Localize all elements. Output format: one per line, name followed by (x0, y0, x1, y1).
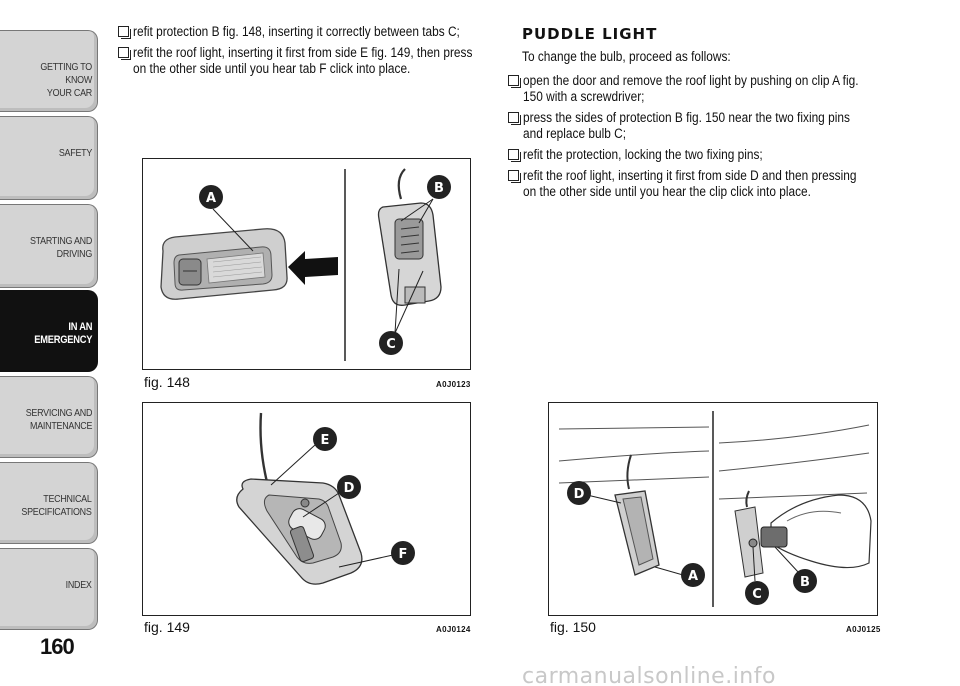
list-item: refit protection B fig. 148, inserting i… (118, 24, 520, 40)
checkbox-bullet-icon (118, 26, 131, 39)
tab-index[interactable]: INDEX (0, 548, 98, 630)
figure-code: A0J0125 (846, 625, 881, 634)
callout-label: C (386, 337, 396, 352)
callout-label: A (688, 569, 698, 584)
callout-label: C (752, 587, 762, 602)
tab-safety[interactable]: SAFETY (0, 116, 98, 200)
list-item-text: refit the roof light, inserting it first… (133, 45, 473, 76)
callout-label: D (344, 481, 355, 496)
checkbox-bullet-icon (508, 170, 521, 183)
list-item-text: refit the protection, locking the two fi… (523, 147, 763, 162)
list-item: refit the roof light, inserting it first… (508, 168, 908, 200)
figure-code: A0J0124 (436, 625, 471, 634)
tab-label: SERVICING AND MAINTENANCE (25, 407, 93, 432)
callout-label: E (321, 433, 330, 448)
tab-starting-and-driving[interactable]: STARTING AND DRIVING (0, 204, 98, 288)
figure-150: D A C B (548, 402, 878, 616)
page-number: 160 (40, 634, 75, 659)
tab-label: SAFETY (58, 147, 92, 159)
checkbox-bullet-icon (508, 149, 521, 162)
callout-label: D (574, 487, 585, 502)
list-item-text: refit the roof light, inserting it first… (523, 168, 857, 199)
list-item: press the sides of protection B fig. 150… (508, 110, 908, 142)
list-item: refit the roof light, inserting it first… (118, 45, 520, 77)
list-item-text: open the door and remove the roof light … (523, 73, 859, 104)
tab-label: INDEX (65, 579, 92, 591)
figure-148-illustration: A B C (160, 168, 451, 361)
tab-in-an-emergency[interactable]: IN AN EMERGENCY (0, 290, 98, 372)
tab-label: TECHNICAL SPECIFICATIONS (21, 493, 92, 518)
list-item: open the door and remove the roof light … (508, 73, 908, 105)
intro-text: To change the bulb, proceed as follows: (522, 49, 731, 64)
checkbox-bullet-icon (508, 112, 521, 125)
figure-149-illustration: E D F (236, 412, 415, 585)
right-text-column: PUDDLE LIGHT To change the bulb, proceed… (508, 26, 908, 205)
figure-148: A B C (142, 158, 471, 370)
figure-code: A0J0123 (436, 380, 471, 389)
callout-label: B (800, 575, 810, 590)
tab-label: IN AN EMERGENCY (34, 321, 92, 346)
figure-caption: fig. 150 (550, 619, 596, 635)
left-text-column: refit protection B fig. 148, inserting i… (118, 24, 520, 82)
tab-getting-to-know-your-car[interactable]: GETTING TO KNOW YOUR CAR (0, 30, 98, 112)
checkbox-bullet-icon (508, 75, 521, 88)
chapter-sidebar: GETTING TO KNOW YOUR CAR SAFETY STARTING… (0, 0, 100, 686)
figure-caption: fig. 148 (144, 374, 190, 390)
callout-label: A (206, 191, 216, 206)
callout-label: F (399, 547, 408, 562)
list-item-text: press the sides of protection B fig. 150… (523, 110, 850, 141)
callout-label: B (434, 181, 444, 196)
tab-servicing-and-maintenance[interactable]: SERVICING AND MAINTENANCE (0, 376, 98, 458)
list-item: refit the protection, locking the two fi… (508, 147, 908, 163)
figure-150-illustration: D A C B (558, 411, 872, 607)
checkbox-bullet-icon (118, 47, 131, 60)
tab-label: STARTING AND DRIVING (29, 235, 92, 260)
figure-149: E D F (142, 402, 471, 616)
section-heading: PUDDLE LIGHT (522, 25, 658, 43)
figure-caption: fig. 149 (144, 619, 190, 635)
watermark: carmanualsonline.info (522, 664, 776, 686)
tab-label: GETTING TO KNOW YOUR CAR (40, 61, 92, 99)
tab-technical-specifications[interactable]: TECHNICAL SPECIFICATIONS (0, 462, 98, 544)
list-item-text: refit protection B fig. 148, inserting i… (133, 24, 460, 39)
